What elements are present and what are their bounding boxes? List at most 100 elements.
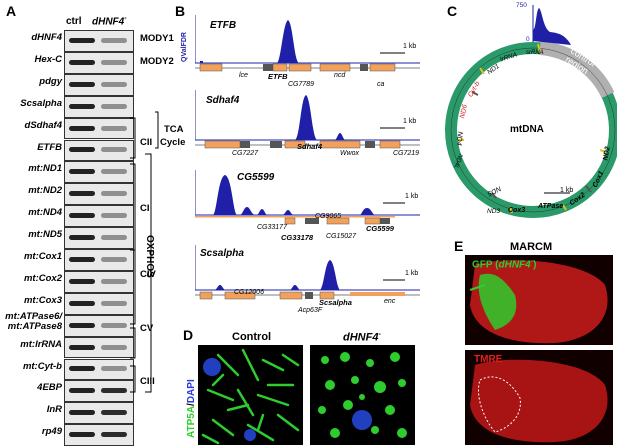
mt-gene-srrna: srRNA (526, 50, 544, 56)
band-ctrl (69, 278, 95, 284)
gene-cg12006: CG12006 (234, 289, 264, 296)
blot-strip (64, 314, 134, 337)
band-mut (101, 410, 127, 416)
mt-gene-cox3: Cox3 (508, 207, 526, 214)
band-ctrl (69, 191, 95, 197)
axis-qvalfdr: QValFDR (181, 32, 188, 62)
blot-strip (64, 51, 134, 74)
blot-strip (64, 292, 134, 315)
panel-label-e: E (454, 238, 464, 254)
track-title-scsalpha: Scsalpha (200, 248, 244, 259)
band-mut (101, 169, 127, 175)
mt-gene-atpase: ATPase (538, 203, 564, 210)
scale-3: 1 kb (405, 193, 419, 200)
band-mut (101, 432, 127, 438)
gene-label: ETFB (37, 141, 62, 153)
gene-cg15027: CG15027 (326, 233, 356, 240)
band-mut (101, 213, 127, 219)
blot-strip (64, 161, 134, 184)
band-ctrl (69, 344, 95, 350)
panel-label-d: D (183, 327, 194, 343)
gene-label: InR (46, 404, 62, 416)
scale-2: 1 kb (403, 118, 417, 125)
band-ctrl (69, 322, 95, 328)
e-gfp-image (465, 255, 613, 345)
blot-strip (64, 139, 134, 162)
band-ctrl (69, 235, 95, 241)
band-mut (101, 103, 127, 109)
gene-label: Hex-C (34, 53, 62, 65)
band-mut (101, 366, 127, 372)
track-title-cg5599: CG5599 (237, 172, 275, 183)
band-ctrl (69, 125, 95, 131)
blot-strip (64, 402, 134, 425)
gene-cg9065: CG9065 (315, 213, 342, 220)
blot-strip (64, 380, 134, 403)
band-mut (101, 322, 127, 328)
band-mut (101, 191, 127, 197)
d-stain-label: ATP5A/DAPI (186, 379, 197, 438)
gene-label: mt:ATPase6/ mt:ATPase8 (5, 310, 62, 332)
group-tca-2: Cycle (160, 137, 186, 148)
d-mut-image (310, 345, 415, 445)
band-mut (101, 59, 127, 65)
gene-label: mt:Cox1 (23, 251, 62, 262)
band-mut (101, 81, 127, 87)
peak-yzero: 0 (526, 36, 530, 43)
gene-cg33178: CG33178 (281, 233, 314, 242)
control-region-arc (539, 41, 615, 99)
band-ctrl (69, 410, 95, 416)
track-title-etfb: ETFB (210, 20, 237, 31)
mt-gene-nd4: ND4 (454, 131, 464, 146)
panel-label-c: C (447, 3, 458, 19)
gene-cg7219: CG7219 (393, 150, 420, 157)
gene-label: dSdhaf4 (24, 119, 62, 131)
gene-label: mt:Cox2 (23, 272, 62, 284)
band-ctrl (69, 388, 95, 394)
d-control-image (198, 345, 303, 445)
peak-etfb (277, 20, 299, 63)
gene-label: mt:Cox3 (23, 294, 62, 306)
panel-label-a: A (6, 3, 17, 19)
gene-label: mt:Cyt-b (22, 360, 62, 372)
band-ctrl (69, 147, 95, 153)
peak-sdhaf4 (295, 95, 317, 140)
blot-strip (64, 336, 134, 359)
peak-cg5599 (213, 175, 237, 215)
band-mut (101, 256, 127, 262)
band-mut (101, 147, 127, 153)
e-tmre-label: TMRE (474, 354, 503, 365)
band-ctrl (69, 169, 95, 175)
band-mut (101, 388, 127, 394)
blot-strip (64, 358, 134, 381)
gene-label: 4EBP (37, 382, 62, 394)
band-mut (101, 37, 127, 43)
band-mut (101, 125, 127, 131)
gene-etfb: ETFB (268, 72, 288, 81)
gene-cg7789: CG7789 (288, 81, 315, 88)
band-ctrl (69, 81, 95, 87)
gene-label: dHNF4 (31, 32, 62, 43)
group-tca-1: TCA (164, 124, 184, 135)
band-ctrl (69, 59, 95, 65)
band-ctrl (69, 300, 95, 306)
gene-label: pdgy (39, 75, 62, 87)
mtdna-center-label: mtDNA (510, 124, 544, 135)
d-control-title: Control (232, 331, 272, 343)
col-mut: dHNF4- (92, 15, 127, 28)
band-ctrl (69, 37, 95, 43)
band-ctrl (69, 213, 95, 219)
group-mody2: MODY2 (140, 56, 174, 67)
blot-strip (64, 183, 134, 206)
blot-strip (64, 424, 134, 447)
group-civ: CIV (140, 269, 156, 280)
group-cv: CV (140, 323, 154, 334)
gene-label: mt:lrRNA (20, 338, 62, 350)
e-gfp-label: GFP (dHNF4-) (472, 258, 537, 271)
gene-label: mt:ND1 (28, 163, 62, 175)
gene-label: mt:ND5 (28, 229, 62, 241)
blot-strip (64, 270, 134, 293)
e-title: MARCM (510, 241, 553, 253)
gene-cg33177: CG33177 (257, 224, 287, 231)
group-brackets (130, 111, 159, 393)
